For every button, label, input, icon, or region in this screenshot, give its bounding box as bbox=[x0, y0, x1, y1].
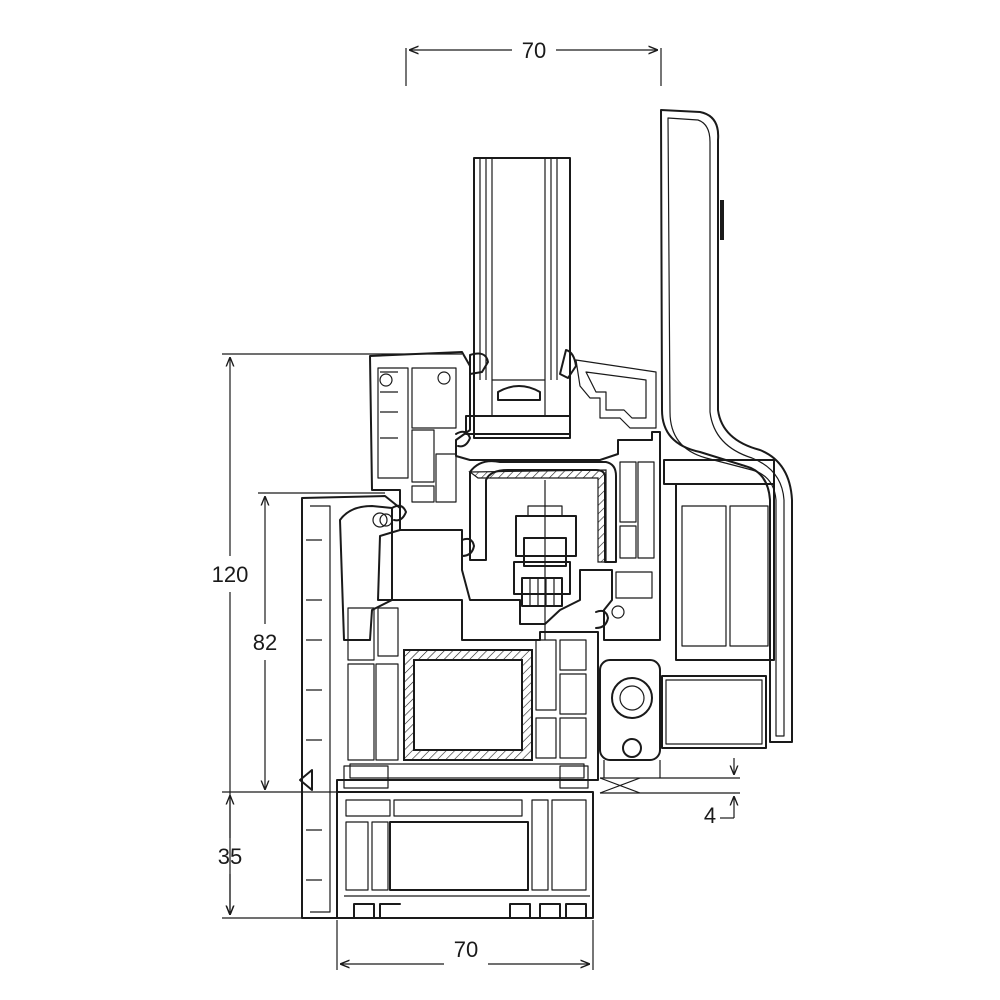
hardware-cavity bbox=[513, 480, 577, 640]
dimension-bottom: 70 bbox=[336, 920, 594, 970]
dimension-bottom-label: 70 bbox=[454, 937, 478, 962]
glazing-unit bbox=[465, 157, 571, 439]
dimension-sill-height: 35 bbox=[218, 791, 350, 919]
dimension-offset: 4 bbox=[599, 758, 740, 828]
steel-reinforcement bbox=[403, 469, 607, 761]
dimension-frame-height-label: 82 bbox=[253, 630, 277, 655]
sash-profile bbox=[369, 349, 661, 641]
dimension-total-height-label: 120 bbox=[212, 562, 249, 587]
hinge-bracket bbox=[599, 459, 775, 778]
dimension-top: 70 bbox=[405, 38, 662, 86]
dimension-frame-height: 82 bbox=[253, 492, 385, 789]
dimension-sill-height-label: 35 bbox=[218, 844, 242, 869]
dimension-total-height: 120 bbox=[212, 353, 462, 914]
gaskets bbox=[391, 430, 609, 629]
aluminium-cover bbox=[660, 109, 793, 743]
dimension-top-label: 70 bbox=[522, 38, 546, 63]
dimension-offset-label: 4 bbox=[704, 803, 716, 828]
sill-profile bbox=[299, 765, 594, 919]
